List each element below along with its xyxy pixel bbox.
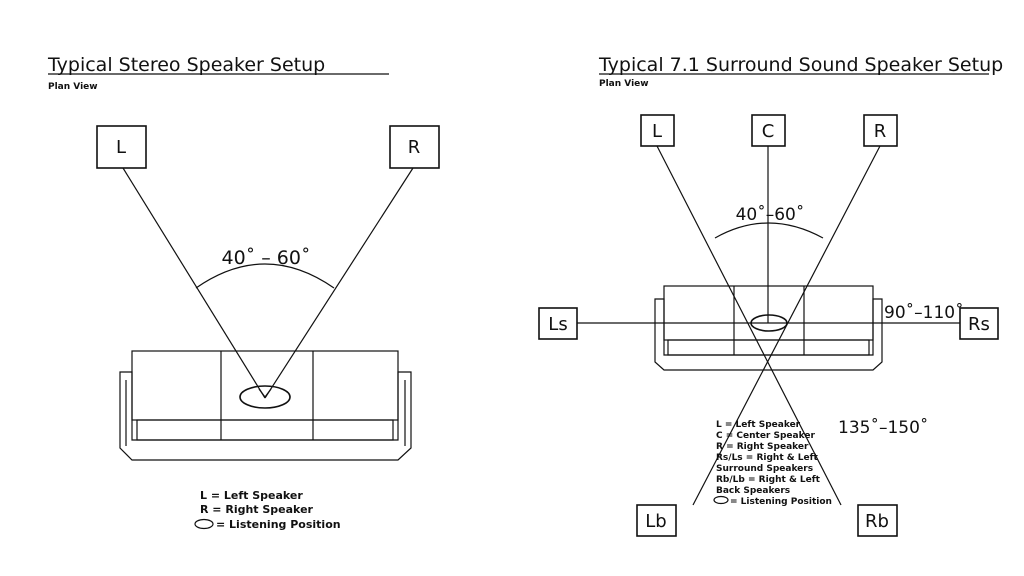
surround-legend: L = Left Speaker C = Center Speaker R = … — [713, 420, 832, 507]
speaker-box — [538, 307, 578, 340]
surround-angle-front: 40˚–60˚ — [736, 204, 805, 225]
stereo-right-sightline — [264, 167, 414, 399]
surround-subtitle: Plan View — [599, 79, 649, 89]
legend-line: R = Right Speaker — [716, 442, 809, 452]
stereo-listening-arrow — [258, 388, 272, 398]
speaker-box — [863, 114, 898, 147]
surround-speaker-rs: Rs — [959, 307, 999, 340]
speaker-box — [959, 307, 999, 340]
stereo-speaker-left: L — [96, 125, 147, 169]
listening-position-symbol — [713, 495, 729, 505]
surround-sightline-l-rb — [656, 145, 842, 506]
surround-speaker-r: R — [863, 114, 898, 147]
stereo-listening-position — [239, 385, 291, 409]
legend-line: C = Center Speaker — [716, 431, 815, 441]
surround-speaker-l: L — [640, 114, 675, 147]
stereo-sofa — [119, 350, 412, 461]
surround-speaker-lb: Lb — [636, 504, 677, 537]
stereo-title: Typical Stereo Speaker Setup — [47, 54, 325, 76]
legend-line: Back Speakers — [716, 486, 790, 496]
surround-speaker-c: C — [751, 114, 786, 147]
surround-angle-side: 90˚–110˚ — [884, 302, 964, 323]
surround-diagram: Typical 7.1 Surround Sound Speaker Setup… — [538, 54, 1003, 537]
sofa-cushions — [136, 419, 394, 441]
speaker-label: Rs — [968, 314, 990, 335]
legend-line: Rb/Lb = Right & Left — [716, 475, 821, 485]
surround-speaker-rb: Rb — [857, 504, 898, 537]
surround-speaker-ls: Ls — [538, 307, 578, 340]
sofa-frame — [119, 371, 412, 461]
surround-sofa — [654, 285, 883, 371]
speaker-label: R — [408, 137, 421, 158]
surround-angle-back: 135˚–150˚ — [838, 417, 928, 438]
stereo-angle-arc — [195, 263, 335, 289]
sofa-cushions — [667, 339, 870, 356]
legend-line: Surround Speakers — [716, 464, 813, 474]
speaker-box — [636, 504, 677, 537]
speaker-box — [857, 504, 898, 537]
legend-line: = Listening Position — [730, 497, 832, 507]
speaker-label: L — [116, 137, 126, 158]
stereo-subtitle: Plan View — [48, 82, 98, 92]
legend-line: R = Right Speaker — [200, 503, 314, 516]
speaker-box — [640, 114, 675, 147]
speaker-box — [389, 125, 440, 169]
stereo-angle-label: 40˚ – 60˚ — [222, 247, 311, 269]
speaker-label: R — [874, 121, 887, 142]
speaker-label: Rb — [865, 511, 889, 532]
speaker-label: L — [652, 121, 662, 142]
sofa-frame — [654, 298, 883, 371]
speaker-box — [96, 125, 147, 169]
speaker-box — [751, 114, 786, 147]
surround-angle-arc — [714, 222, 824, 239]
legend-line: = Listening Position — [216, 518, 341, 531]
surround-title: Typical 7.1 Surround Sound Speaker Setup — [598, 54, 1003, 76]
speaker-label: Ls — [548, 314, 567, 335]
legend-line: L = Left Speaker — [200, 489, 303, 502]
legend-line: L = Left Speaker — [716, 420, 801, 430]
stereo-left-sightline — [122, 167, 266, 399]
surround-listening-position — [750, 314, 788, 332]
stereo-diagram: Typical Stereo Speaker Setup Plan View L… — [47, 54, 440, 531]
stereo-legend: L = Left Speaker R = Right Speaker = Lis… — [194, 489, 341, 531]
stereo-speaker-right: R — [389, 125, 440, 169]
speaker-label: C — [762, 121, 775, 142]
listening-position-symbol — [194, 518, 214, 530]
speaker-label: Lb — [645, 511, 666, 532]
legend-line: Rs/Ls = Right & Left — [716, 453, 819, 463]
